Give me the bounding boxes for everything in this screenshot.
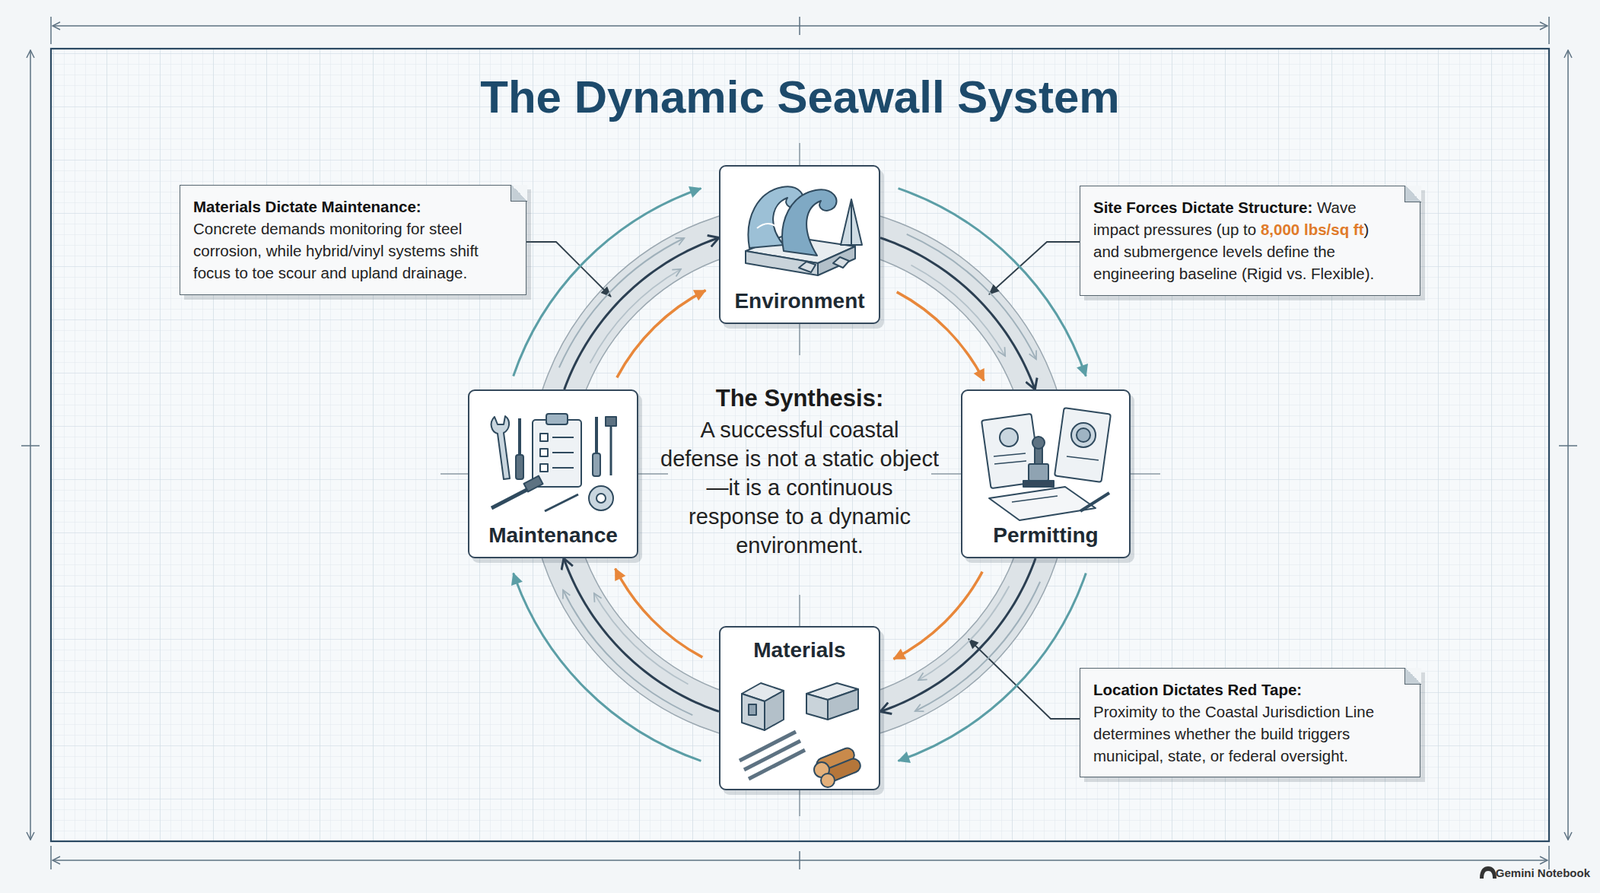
callout-body: Proximity to the Coastal Jurisdiction Li… xyxy=(1093,702,1375,765)
stage-tile: Maintenance xyxy=(467,389,639,559)
tile-label: Environment xyxy=(734,289,865,314)
watermark: Gemini Notebook xyxy=(1468,866,1591,880)
band-flow-arrow xyxy=(594,593,689,684)
watermark-icon xyxy=(1479,866,1497,879)
inner-cycle-arrow xyxy=(615,568,703,658)
tile-label: Materials xyxy=(753,638,846,663)
permitting-icon xyxy=(981,407,1111,521)
frame-fill xyxy=(50,48,1550,842)
synthesis-body: A successful coastal defense is not a st… xyxy=(658,415,941,560)
cycle-connector xyxy=(564,238,719,390)
callout-heading: Site Forces Dictate Structure: xyxy=(1093,198,1313,217)
band-flow-arrow xyxy=(563,590,693,716)
synthesis-heading: The Synthesis: xyxy=(647,384,952,413)
cycle-connector xyxy=(880,238,1035,390)
frame-border xyxy=(50,48,1550,842)
grid xyxy=(50,48,1550,842)
callout-note: Site Forces Dictate Structure:Wave impac… xyxy=(1079,185,1421,296)
callout-heading: Location Dictates Red Tape: xyxy=(1093,678,1397,701)
materials-icon xyxy=(739,683,863,788)
stage-tile: Environment xyxy=(718,165,881,325)
callout-heading: Materials Dictate Maintenance: xyxy=(193,195,503,218)
outer-cycle-arrow xyxy=(513,573,702,762)
band-flow-arrow xyxy=(918,585,1009,681)
outer-cycle-arrow xyxy=(898,573,1087,762)
inner-cycle-arrow xyxy=(893,572,983,660)
stage-tile: Permitting xyxy=(960,389,1131,559)
callout-note: Materials Dictate Maintenance:Concrete d… xyxy=(179,184,527,296)
dimension-lines xyxy=(21,16,1578,870)
band-flow-arrow xyxy=(910,265,1006,357)
outer-cycle-arrow xyxy=(513,188,702,377)
band-flow-arrow xyxy=(906,234,1037,360)
band-flow-arrow xyxy=(590,269,681,364)
callout-body: 8,000 lbs/sq ft xyxy=(1260,220,1365,239)
maintenance-icon xyxy=(491,413,617,512)
cycle-connector xyxy=(880,558,1036,712)
cycle-connector xyxy=(563,558,719,712)
environment-icon xyxy=(745,186,863,276)
tile-label: Maintenance xyxy=(488,523,618,548)
callout-note: Location Dictates Red Tape:Proximity to … xyxy=(1079,667,1421,778)
tile-label: Permitting xyxy=(992,523,1098,548)
inner-cycle-arrow xyxy=(617,290,707,379)
diagram-title: The Dynamic Seawall System xyxy=(0,70,1600,124)
inner-cycle-arrow xyxy=(897,292,985,382)
outer-cycle-arrow xyxy=(898,188,1087,377)
band-flow-arrow xyxy=(559,238,684,368)
band-flow-arrow xyxy=(915,582,1041,712)
callout-body: Concrete demands monitoring for steel co… xyxy=(193,219,479,282)
crosshair-ticks xyxy=(440,143,1161,817)
stage-tile: Materials xyxy=(718,626,881,791)
